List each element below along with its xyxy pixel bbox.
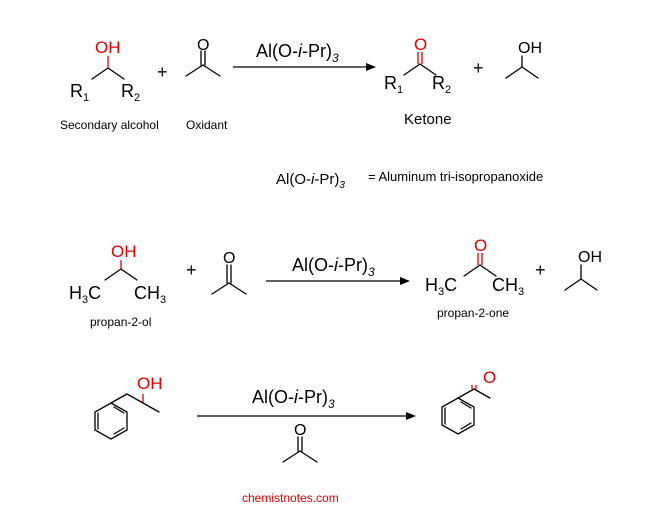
isopropanol-byproduct-structure: OH (564, 249, 602, 291)
bond (91, 67, 109, 80)
bond (580, 278, 598, 291)
r2-label: R2 (121, 81, 140, 104)
bond (185, 64, 204, 77)
ketone-label: Ketone (404, 111, 452, 128)
reaction-3: OH Al(O-i-Pr)3 O O (94, 368, 496, 463)
ketone-r1-label: R1 (384, 73, 403, 96)
reaction-2: OH H3C CH3 + O Al(O-i-Pr)3 O H3C CH3 + (69, 236, 602, 329)
reagent-definition: Al(O-i-Pr)3 = Aluminum tri-isopropanoxid… (276, 169, 543, 191)
acetophenone-o-label: O (483, 368, 496, 387)
bond (282, 450, 301, 463)
bond (299, 450, 318, 463)
oxidant-acetone-structure: O (185, 37, 221, 77)
oxidant-o-label: O (197, 37, 209, 54)
propanone-o-label: O (474, 236, 487, 255)
bond (479, 264, 497, 277)
alcohol-oh-label: OH (95, 38, 121, 57)
byproduct-oh-label: OH (578, 249, 602, 266)
bond (228, 282, 247, 295)
bond (460, 401, 472, 409)
propan-2-ol-structure: OH H3C CH3 (69, 242, 166, 306)
product-h3c-label: H3C (425, 275, 457, 298)
h3c-label: H3C (69, 283, 101, 306)
bond (463, 264, 481, 277)
reagent-label: Al(O-i-Pr)3 (292, 255, 375, 279)
bond (120, 268, 138, 281)
propan-2-one-structure: O H3C CH3 (425, 236, 524, 298)
watermark-text: chemistnotes.com (242, 491, 339, 505)
secondary-alcohol-structure: OH R1 R2 (70, 38, 140, 104)
benzene-ring (441, 397, 475, 435)
oxidant-label: Oxidant (186, 118, 228, 132)
bond (126, 393, 144, 404)
plus-sign: + (473, 58, 484, 78)
acetone-below-arrow: O (282, 422, 318, 463)
ch3-label: CH3 (134, 283, 166, 306)
bond (113, 406, 125, 414)
plus-sign: + (186, 260, 197, 280)
ketone-r2-label: R2 (432, 73, 451, 96)
propanol-oh-label: OH (111, 242, 137, 261)
ketone-o-label: O (414, 35, 427, 54)
bond (211, 282, 230, 295)
bond (113, 427, 125, 435)
acetone-structure: O (211, 250, 247, 295)
bond (202, 64, 221, 77)
secondary-alcohol-label: Secondary alcohol (60, 118, 159, 132)
acetone-o-label: O (294, 422, 306, 439)
ketone-structure: O R1 R2 (384, 35, 451, 96)
acetone-o-label: O (223, 250, 235, 267)
isopropanol-oh-label: OH (518, 40, 542, 57)
arrow-head (400, 277, 410, 285)
bond (110, 393, 128, 404)
benzene-ring (94, 402, 128, 440)
bond (564, 278, 582, 291)
propan-2-one-label: propan-2-one (437, 306, 509, 320)
bond (473, 388, 491, 399)
bond (403, 63, 421, 76)
bond (107, 67, 125, 80)
bond (460, 422, 472, 430)
acetophenone-structure: O (441, 368, 496, 435)
plus-sign: + (535, 260, 546, 280)
definition-formula: Al(O-i-Pr)3 (276, 171, 345, 191)
reaction-1: OH R1 R2 + O Al(O-i-Pr)3 O R1 R2 + (60, 35, 542, 132)
bond (419, 63, 437, 76)
phenylethanol-structure: OH (94, 374, 163, 440)
product-ch3-label: CH3 (492, 275, 524, 298)
plus-sign: + (157, 62, 168, 82)
propan-2-ol-label: propan-2-ol (90, 315, 151, 329)
definition-text: = Aluminum tri-isopropanoxide (368, 169, 543, 184)
isopropanol-structure: OH (505, 40, 542, 79)
r1-label: R1 (70, 81, 89, 104)
bond (521, 66, 539, 79)
bond (104, 268, 122, 281)
arrow-head (406, 412, 416, 420)
bond (505, 66, 523, 79)
phenylethanol-oh-label: OH (137, 374, 163, 393)
bond (142, 402, 160, 413)
reagent-label: Al(O-i-Pr)3 (256, 41, 339, 65)
bond (457, 388, 475, 399)
reagent-label: Al(O-i-Pr)3 (252, 387, 335, 411)
arrow-head (366, 63, 376, 71)
